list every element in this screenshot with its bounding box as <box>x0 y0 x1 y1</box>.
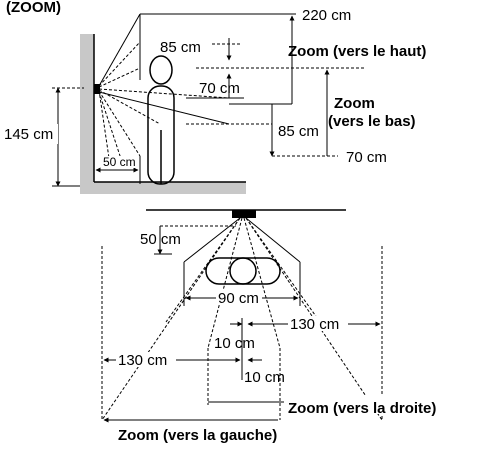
label-220cm: 220 cm <box>302 7 351 24</box>
person-top <box>205 257 281 285</box>
camera-icon <box>94 84 100 94</box>
label-50cm-floor: 50 cm <box>103 155 136 169</box>
side-view: 220 cm 85 cm 70 cm Zoom (vers le haut) Z… <box>2 7 426 194</box>
camera-top-icon <box>232 210 256 218</box>
label-zoom-down-2: (vers le bas) <box>328 113 416 130</box>
diagram-title: (ZOOM) <box>6 0 61 16</box>
label-90cm: 90 cm <box>218 290 259 307</box>
person-side <box>147 55 175 185</box>
label-50cm-top: 50 cm <box>140 231 181 248</box>
label-145cm: 145 cm <box>4 126 53 143</box>
label-10cm-right: 10 cm <box>244 369 285 386</box>
label-zoom-up: Zoom (vers le haut) <box>288 43 426 60</box>
wall <box>80 34 94 194</box>
label-130cm-right: 130 cm <box>290 316 339 333</box>
label-10cm-left: 10 cm <box>214 335 255 352</box>
label-zoom-down-1: Zoom <box>334 95 375 112</box>
label-zoom-right: Zoom (vers la droite) <box>288 400 436 417</box>
label-70cm-bottom: 70 cm <box>346 149 387 166</box>
label-130cm-left: 130 cm <box>118 352 167 369</box>
top-view: 50 cm 90 cm 130 cm 10 cm 130 cm 10 cm Zo… <box>101 209 458 444</box>
floor <box>80 182 246 194</box>
label-85cm-top: 85 cm <box>160 39 201 56</box>
label-85cm-low: 85 cm <box>278 123 319 140</box>
label-70cm-mid: 70 cm <box>199 80 240 97</box>
label-zoom-left: Zoom (vers la gauche) <box>118 427 277 444</box>
